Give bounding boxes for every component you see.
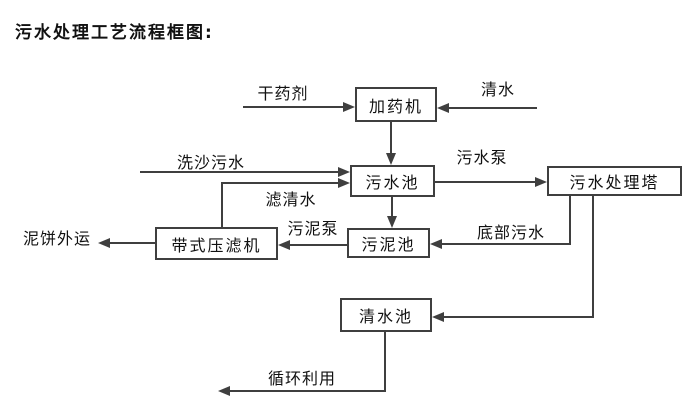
flow-label-clean-water: 清水 xyxy=(480,80,516,99)
diagram-title: 污水处理工艺流程框图: xyxy=(15,23,214,43)
edge-line-sand-washing xyxy=(140,171,340,173)
flow-label-sewage-pump: 污水泵 xyxy=(456,148,508,167)
flow-label-mud-cake-outbound: 泥饼外运 xyxy=(22,229,92,248)
flow-label-filtered-water: 滤清水 xyxy=(265,190,317,209)
edge-line-tower-to-clean xyxy=(444,316,594,318)
node-clean-water-pool: 清水池 xyxy=(340,298,432,332)
edge-line-dry-chemical xyxy=(243,106,345,108)
arrowhead-down-icon xyxy=(386,153,396,165)
edge-line-tower-to-clean-vert xyxy=(592,196,594,318)
arrowhead-left-icon xyxy=(98,238,110,248)
flow-label-sludge-pump: 污泥泵 xyxy=(287,219,339,238)
arrowhead-left-icon xyxy=(432,312,444,322)
edge-line-filtered-water xyxy=(221,182,340,184)
edge-line-sewage-to-sludge xyxy=(391,197,393,218)
arrowhead-left-icon xyxy=(218,386,230,396)
arrowhead-down-icon xyxy=(387,216,397,228)
arrowhead-left-icon xyxy=(278,240,290,250)
node-treatment-tower: 污水处理塔 xyxy=(547,166,682,196)
arrowhead-right-icon xyxy=(343,102,355,112)
arrowhead-right-icon xyxy=(535,177,547,187)
node-dosing-machine: 加药机 xyxy=(355,87,437,122)
edge-line-filtered-water-vert xyxy=(221,183,223,227)
edge-line-recycling xyxy=(228,390,386,392)
edge-line-clean-water xyxy=(448,107,537,109)
edge-line-bottom-sewage xyxy=(442,243,571,245)
node-sewage-pool: 污水池 xyxy=(350,165,435,197)
flow-label-dry-chemical: 干药剂 xyxy=(257,84,309,103)
arrowhead-right-icon xyxy=(338,178,350,188)
flow-label-sand-washing-sewage: 洗沙污水 xyxy=(176,153,246,172)
node-belt-filter-press: 带式压滤机 xyxy=(155,227,278,260)
edge-line-sewage-pump xyxy=(435,181,537,183)
arrowhead-left-icon xyxy=(437,103,449,113)
flow-label-recycling: 循环利用 xyxy=(267,369,337,388)
flow-label-bottom-sewage: 底部污水 xyxy=(476,223,546,242)
arrowhead-left-icon xyxy=(430,239,442,249)
edge-line-recycling-vert xyxy=(384,332,386,392)
edge-line-dosing-to-sewage xyxy=(390,122,392,155)
edge-line-sludge-pump xyxy=(290,244,347,246)
node-sludge-pool: 污泥池 xyxy=(347,228,430,258)
arrowhead-right-icon xyxy=(338,167,350,177)
edge-line-mud-cake xyxy=(108,242,155,244)
edge-line-bottom-sewage-vert xyxy=(569,196,571,245)
